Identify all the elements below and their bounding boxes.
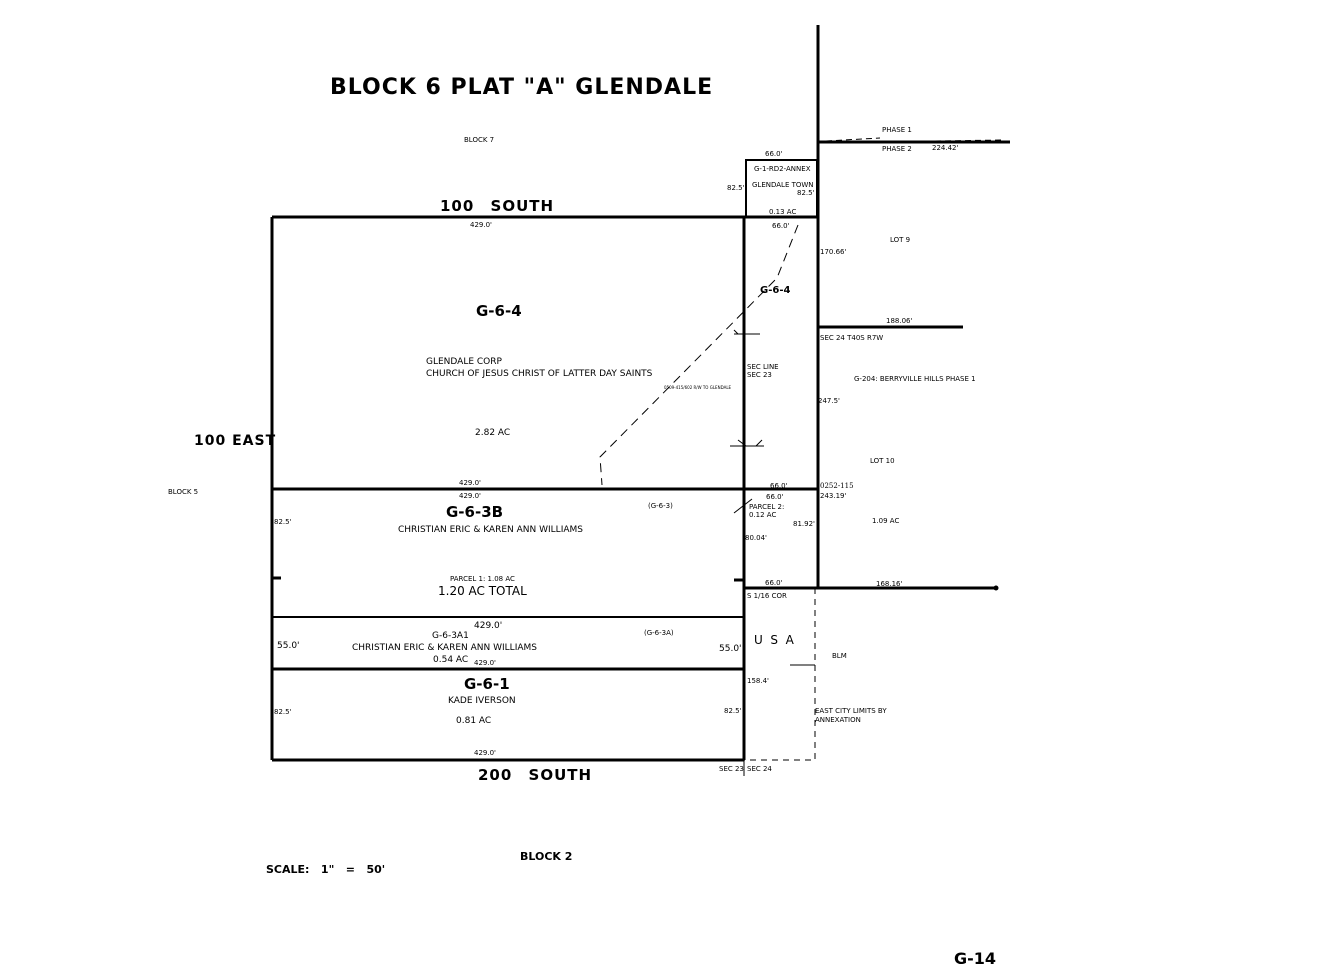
g63a1-dim-right: 55.0': [719, 644, 742, 654]
g61-dim-left: 82.5': [274, 708, 292, 716]
city-limits-line-1: EAST CITY LIMITS BY: [815, 707, 887, 715]
g64-strip-bottom: 66.0': [770, 482, 788, 490]
parcel-2-label: PARCEL 2:: [749, 503, 784, 511]
survey-marks: [730, 329, 815, 776]
sec-23-bottom: SEC 23: [719, 765, 744, 773]
g64-dim-bottom: 429.0': [459, 479, 481, 487]
g63a1-owner: CHRISTIAN ERIC & KAREN ANN WILLIAMS: [352, 643, 537, 653]
phase-1-label: PHASE 1: [882, 126, 912, 134]
g61-acres: 0.81 AC: [456, 716, 491, 726]
g64-owner-1: GLENDALE CORP: [426, 357, 503, 367]
lot-10-label: LOT 10: [870, 457, 895, 465]
street-north: 100 SOUTH: [440, 197, 554, 215]
block-north: BLOCK 7: [464, 136, 494, 144]
dim-247: 247.5': [818, 397, 840, 405]
g64-strip-id: G-6-4: [760, 285, 790, 296]
g64-strip-top: 66.0': [772, 222, 790, 230]
corner-label: S 1/16 COR: [747, 592, 787, 600]
g63b-total: 1.20 AC TOTAL: [438, 584, 527, 598]
g63a1-acres: 0.54 AC: [433, 655, 468, 665]
block-west: BLOCK 5: [168, 488, 198, 496]
parcel-1-label: PARCEL 1: 1.08 AC: [450, 575, 515, 583]
sheet-number: G-14: [954, 949, 996, 968]
parcel-boundaries: [270, 25, 1010, 762]
dim-158: 158.4': [747, 677, 769, 685]
city-limits-line-2: ANNEXATION: [815, 716, 861, 724]
street-west: 100 EAST: [194, 433, 276, 449]
phase-2-label: PHASE 2: [882, 145, 912, 153]
dim-80-04: 80.04': [745, 534, 767, 542]
g64-acres: 2.82 AC: [475, 428, 510, 438]
dim-188: 188.06': [886, 317, 912, 325]
usa-label: U S A: [754, 633, 795, 647]
g64-dim-top: 429.0': [470, 221, 492, 229]
g63a1-id: G-6-3A1: [432, 631, 469, 641]
dim-81-92: 81.92': [793, 520, 815, 528]
g64-id: G-6-4: [476, 302, 522, 320]
lot-9-label: LOT 9: [890, 236, 910, 244]
phase-2-dim: 224.42': [932, 144, 958, 152]
g64-row-note: 0509-415/602 R/W TO GLENDALE: [664, 385, 732, 390]
g61-id: G-6-1: [464, 675, 510, 693]
book-ref: 0252-115: [820, 482, 854, 490]
street-south: 200 SOUTH: [478, 766, 592, 784]
annex-dim-top: 66.0': [765, 150, 783, 158]
g63b-strip-top: 66.0': [766, 493, 784, 501]
g64-owner-2: CHURCH OF JESUS CHRIST OF LATTER DAY SAI…: [426, 369, 653, 379]
g63a1-ref: (G-6-3A): [644, 629, 674, 637]
annex-id: G-1-RD2-ANNEX: [754, 165, 811, 173]
east-acres: 1.09 AC: [872, 517, 899, 525]
dim-243: 243.19': [820, 492, 846, 500]
sec-23-label: SEC 23: [747, 371, 772, 379]
g63b-dim-top: 429.0': [459, 492, 481, 500]
g61-dim-right: 82.5': [724, 707, 742, 715]
blm-label: BLM: [832, 652, 847, 660]
g63a1-dim-left: 55.0': [277, 641, 300, 651]
annex-dim-left: 82.5': [727, 184, 745, 192]
g63a1-dim-bottom: 429.0': [474, 659, 496, 667]
g63b-dim-left: 82.5': [274, 518, 292, 526]
g63b-strip-bottom: 66.0': [765, 579, 783, 587]
scale-label: SCALE: 1" = 50': [266, 863, 385, 876]
g63a1-dim-top: 429.0': [474, 621, 502, 631]
g61-owner: KADE IVERSON: [448, 696, 516, 706]
parcel-2-acres: 0.12 AC: [749, 511, 776, 519]
dim-170: 170.66': [820, 248, 846, 256]
map-title: BLOCK 6 PLAT "A" GLENDALE: [330, 75, 713, 100]
g63b-owner: CHRISTIAN ERIC & KAREN ANN WILLIAMS: [398, 525, 583, 535]
sec-24-label: SEC 24 T40S R7W: [820, 334, 883, 342]
sec-line-label: SEC LINE: [747, 363, 779, 371]
annex-dim-right: 82.5': [797, 189, 815, 197]
annex-acres: 0.13 AC: [769, 208, 796, 216]
annex-owner: GLENDALE TOWN: [752, 181, 814, 189]
g63b-id: G-6-3B: [446, 503, 503, 521]
g63b-ref: (G-6-3): [648, 502, 673, 510]
g61-dim-bottom: 429.0': [474, 749, 496, 757]
subdivision-label: G-204: BERRYVILLE HILLS PHASE 1: [854, 375, 976, 383]
sec-24-bottom: SEC 24: [747, 765, 772, 773]
dashed-lines: [599, 224, 816, 761]
block-south: BLOCK 2: [520, 850, 572, 863]
dim-168: 168.16': [876, 580, 902, 588]
